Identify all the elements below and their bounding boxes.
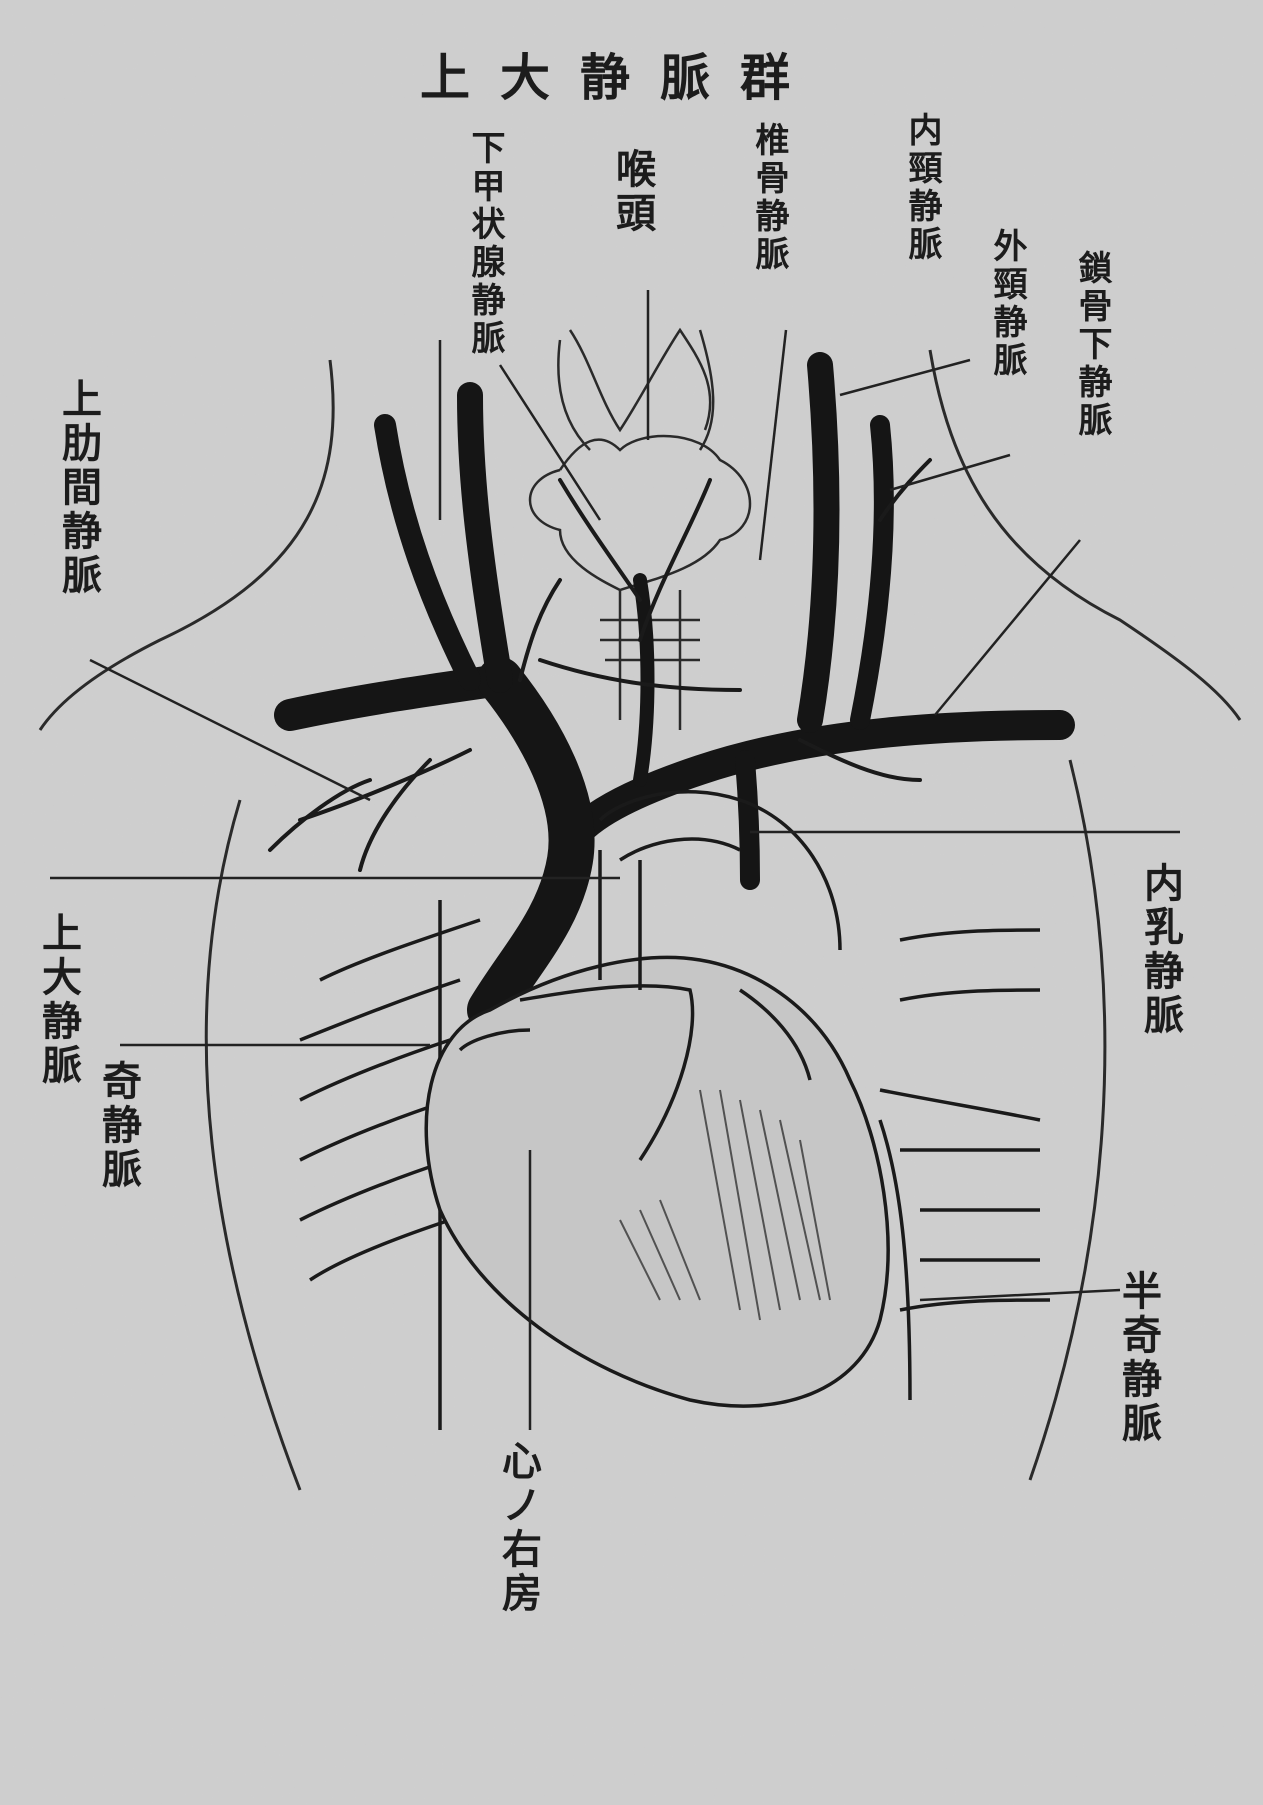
label-inferior-thyroid-vein: 下甲状腺静脈 [468,130,502,358]
label-hemiazygos-vein: 半奇静脈 [1118,1270,1158,1446]
label-superior-intercostal-vein: 上肋間静脈 [58,378,98,598]
page-title: 上大静脈群 [420,38,820,110]
label-vertebral-vein: 椎骨静脈 [752,122,786,274]
label-superior-vena-cava: 上大静脈 [38,912,78,1088]
label-azygos-vein: 奇静脈 [98,1060,138,1192]
label-internal-mammary-vein: 内乳静脈 [1140,862,1180,1038]
label-subclavian-vein: 鎖骨下静脈 [1075,250,1109,440]
label-pharynx: 喉頭 [612,148,652,236]
label-external-jugular-vein: 外頸静脈 [990,228,1024,380]
label-internal-jugular-vein: 内頸静脈 [905,112,939,264]
label-right-atrium: 心ノ右房 [498,1440,538,1616]
